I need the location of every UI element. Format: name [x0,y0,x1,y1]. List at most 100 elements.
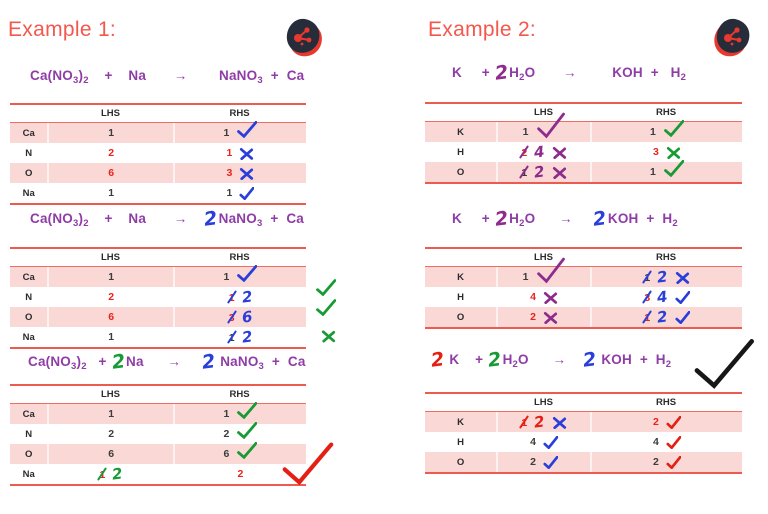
element-label: Na [22,468,35,480]
count-value: 6 [223,447,230,460]
subscript: 2 [519,72,525,83]
rhs-cell: 12 [172,327,336,347]
count-value: 1 [522,125,529,138]
subscript: 2 [83,75,89,86]
subscript: 3 [71,361,77,372]
cross-icon [543,311,558,324]
cross-icon [552,166,567,179]
cross-icon [321,329,336,343]
subscript: 2 [665,359,672,370]
table-header-row: LHS RHS [10,105,306,123]
count-value: 1 [108,126,115,139]
rhs-cell: 3 [172,163,306,183]
equation-text: KOH + H [607,211,673,226]
handwritten-count: 4 [533,141,546,162]
struck-count: 3 [226,308,237,326]
table-header-rhs: RHS [229,108,250,119]
molecule-logo-icon [281,15,325,59]
count-value: 1 [223,270,230,283]
count-value: 2 [530,310,536,323]
element-label: H [457,291,464,303]
handwritten-count: 2 [581,348,598,372]
element-label: Na [22,187,35,199]
lhs-cell: 1 [47,183,172,203]
handwritten-count: 4 [656,286,669,307]
rhs-cell: 36 [172,299,336,327]
table-header-lhs: LHS [101,108,120,119]
molecule-logo-icon [711,15,755,59]
check-icon [543,455,558,469]
table-header-rhs: RHS [655,397,677,408]
element-label: Na [22,331,35,343]
lhs-cell: 12 [496,412,590,432]
equation-text [573,211,593,226]
equation-text: NaNO [218,211,257,226]
count-value: 3 [226,166,233,179]
count-value: 2 [108,427,115,440]
check-icon [239,186,255,200]
count-value: 2 [653,455,659,468]
cross-icon [675,271,690,284]
count-value: 2 [653,415,659,428]
equation-text: Ca(NO [28,354,72,369]
table-header-lhs: LHS [101,252,120,263]
handwritten-count: 2 [486,348,503,372]
handwritten-count: 2 [592,207,609,231]
rhs-cell: 4 [589,432,742,452]
equation-text: KOH + H [597,352,666,367]
rhs-cell: 2 [589,412,742,432]
element-label: K [457,416,464,428]
subscript: 3 [256,218,263,229]
lhs-cell: 12 [496,162,590,182]
handwritten-count: 2 [111,463,124,484]
lhs-cell: 6 [47,163,172,183]
rhs-cell: 1 [172,183,306,203]
handwritten-count: 2 [493,207,510,231]
count-value: 1 [223,407,230,420]
check-icon [278,441,334,487]
cross-icon [543,291,558,304]
rhs-cell: 1 [172,264,306,287]
atom-count-table: LHSRHSK11H243O121 [425,102,742,184]
check-icon [675,310,690,324]
count-value: 2 [530,455,536,468]
lhs-cell: 6 [47,307,172,327]
lhs-cell: 2 [47,143,172,163]
count-value: 4 [530,290,536,303]
count-value: 6 [108,310,115,323]
equation-text: + Na [88,211,174,226]
equation-text: NaNO [187,68,258,83]
count-value: 4 [530,435,536,448]
rhs-cell: 3 [589,142,742,162]
lhs-cell: 4 [496,432,590,452]
table-row-o: O636 [10,299,336,327]
count-value: 1 [650,165,656,178]
equation-text: K + [452,211,494,226]
table-row-na: Na122 [10,442,334,486]
lhs-cell: 1 [47,327,172,347]
rhs-cell: 12 [589,267,742,287]
count-value: 2 [108,146,115,159]
count-value: 1 [226,146,233,159]
element-label: O [25,167,33,179]
check-icon [666,455,681,469]
table-header-rhs: RHS [229,389,250,400]
element-label: N [25,428,33,440]
table-row-o: O 6 3 [10,163,306,183]
equation-text: H [509,65,520,80]
rhs-cell: 1 [589,159,742,182]
rhs-cell: 2 [589,452,742,472]
equation-text [181,354,201,369]
example-1-title: Example 1: [8,18,117,41]
count-value: 2 [108,290,115,303]
subscript: 2 [81,361,87,372]
